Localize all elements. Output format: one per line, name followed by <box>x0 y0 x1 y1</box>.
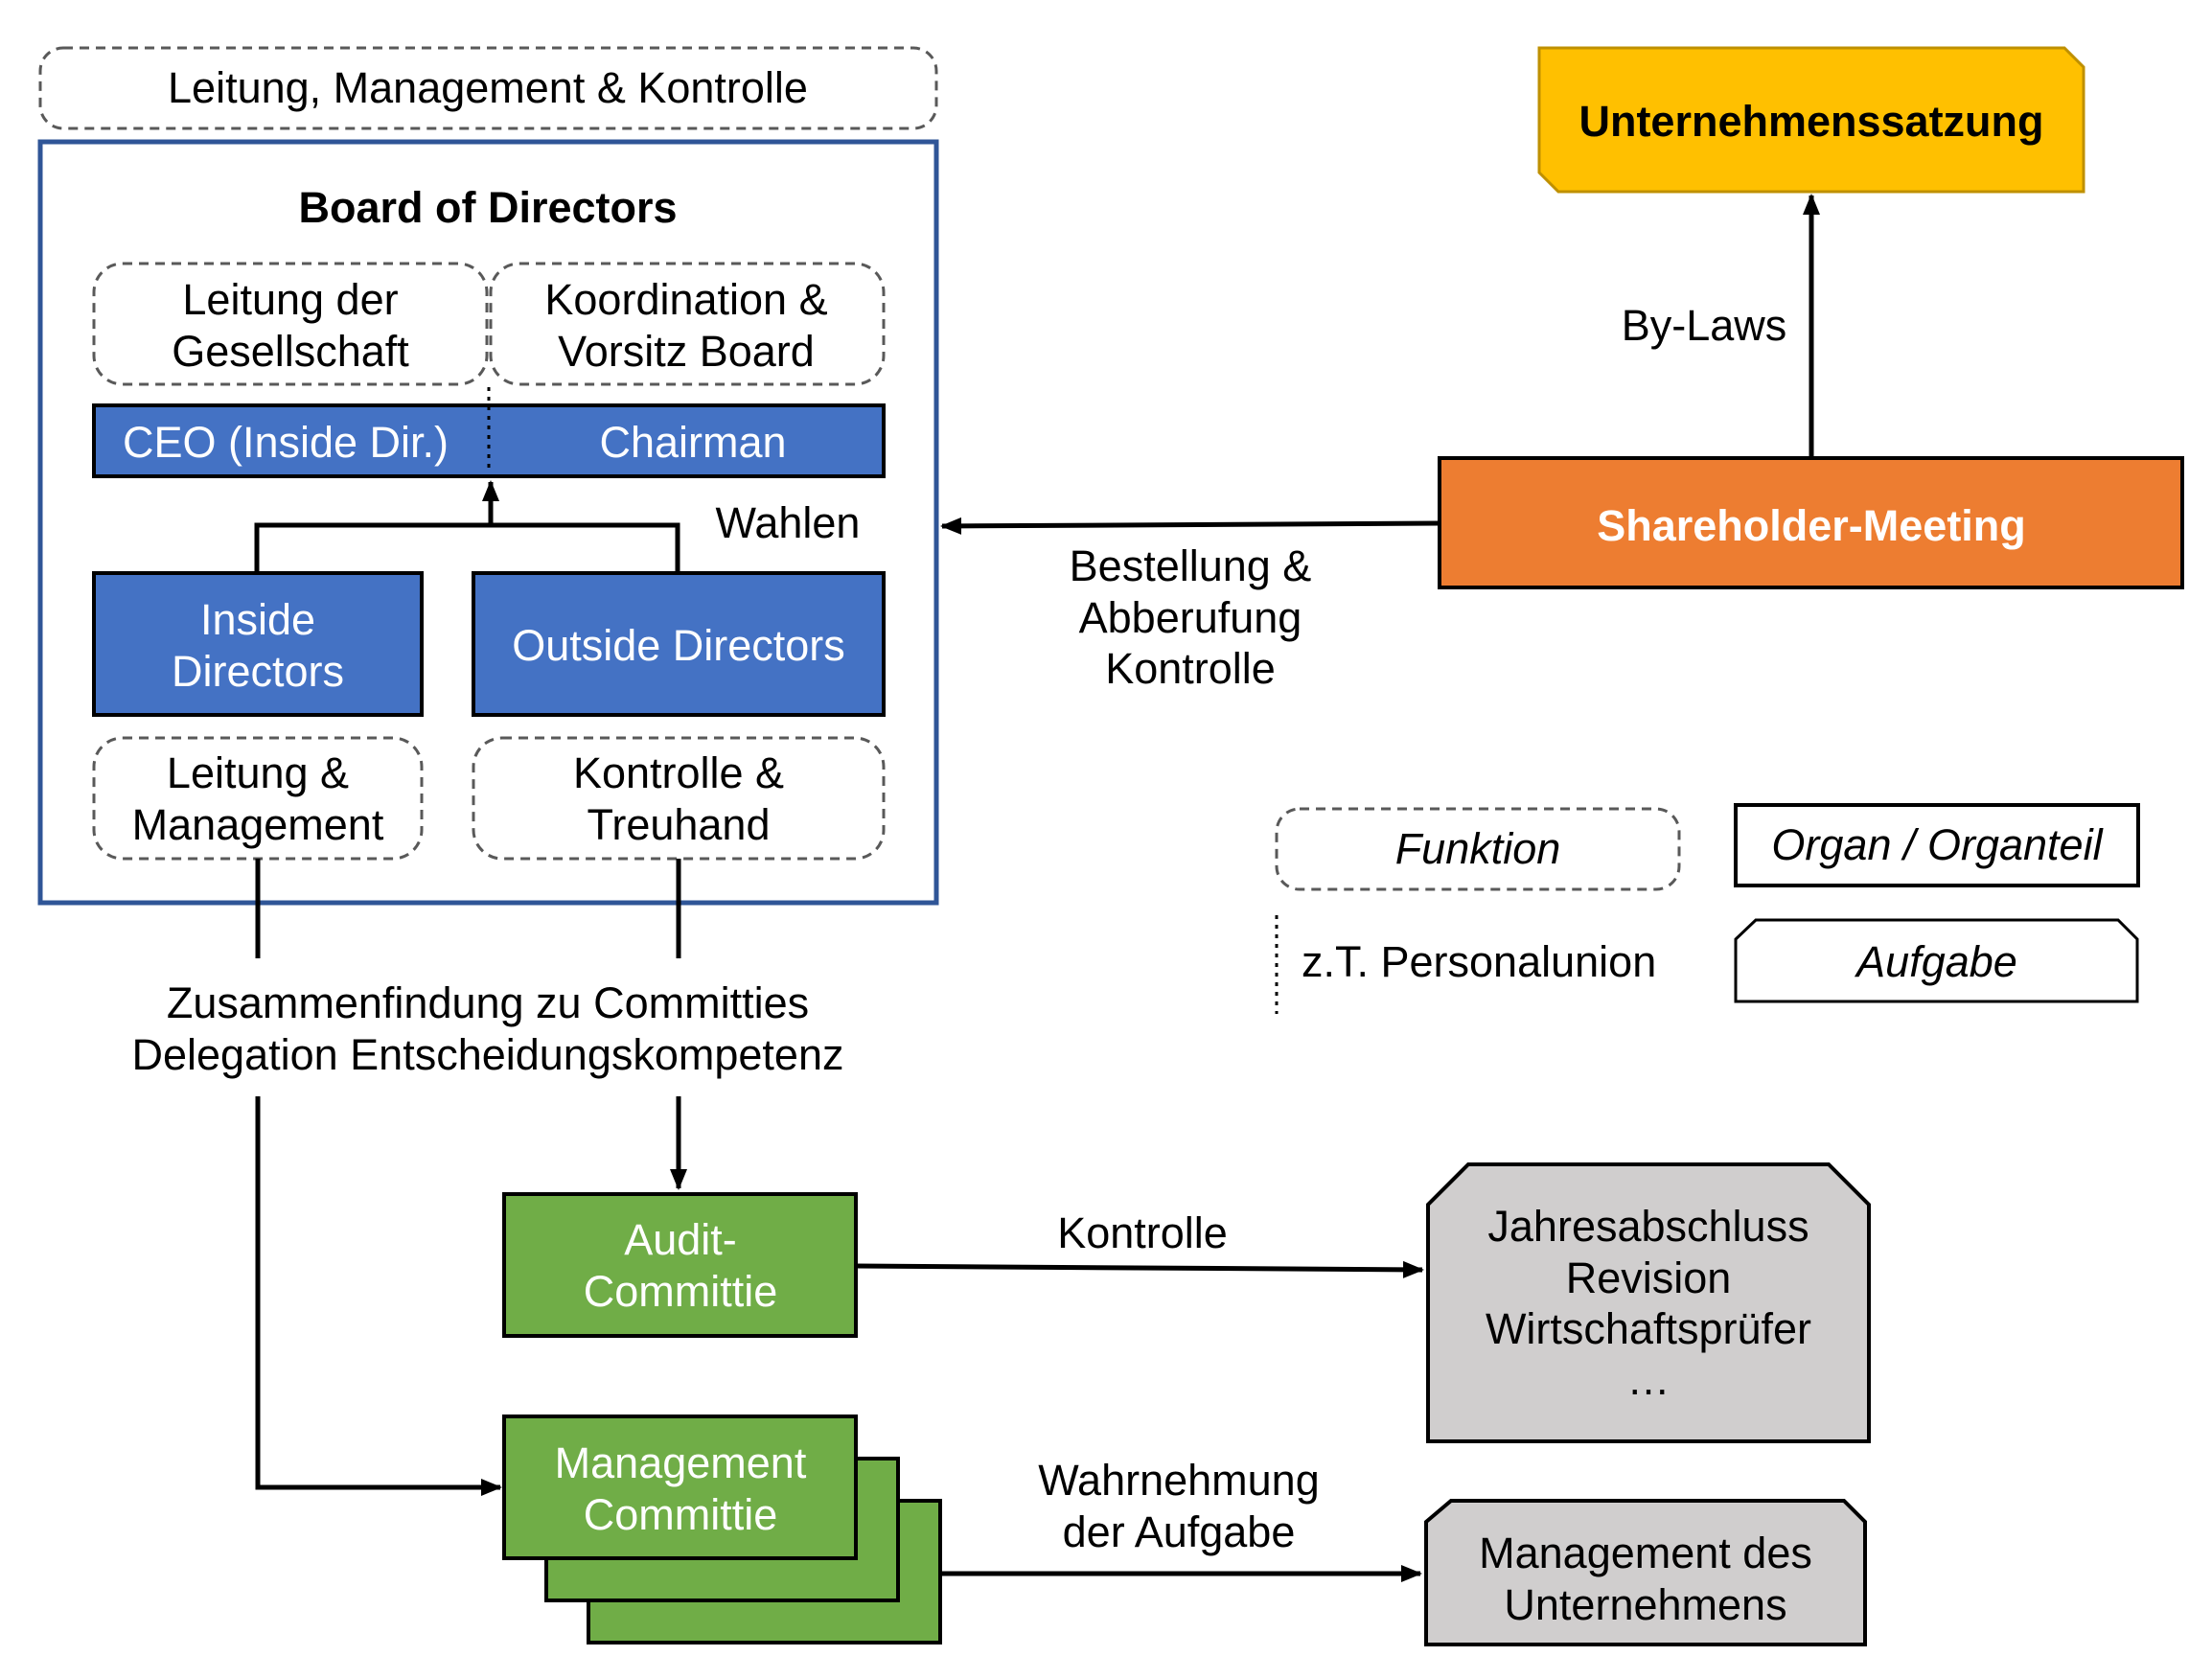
wahrnehmung-label-line1: Wahrnehmung <box>1038 1456 1320 1505</box>
management-committee-stack: Management Committie <box>502 1414 942 1644</box>
ceo-label: CEO (Inside Dir.) <box>123 418 449 467</box>
legend-organ-label: Organ / Organteil <box>1771 820 2104 869</box>
kontrolle-edge-label: Kontrolle <box>1057 1208 1228 1257</box>
function-leitung-management-line1: Leitung & <box>167 748 349 797</box>
legend-personalunion-label: z.T. Personalunion <box>1302 937 1656 986</box>
task-jahresabschluss-line1: Jahresabschluss <box>1487 1202 1809 1251</box>
legend-aufgabe-label: Aufgabe <box>1854 937 2017 986</box>
function-leitung-management: Leitung & Management <box>92 736 424 861</box>
bestellung-label-line2: Abberufung <box>1079 593 1302 642</box>
outside-directors-organ: Outside Directors <box>472 571 886 717</box>
function-kontrolle-treuhand: Kontrolle & Treuhand <box>472 736 886 861</box>
unternehmenssatzung-label: Unternehmenssatzung <box>1578 97 2043 146</box>
arrow-shareholder-to-board <box>940 517 1440 535</box>
legend-organ: Organ / Organteil <box>1734 803 2140 887</box>
shareholder-meeting-organ: Shareholder-Meeting <box>1438 456 2184 589</box>
legend-funktion: Funktion <box>1275 807 1681 891</box>
inside-directors-organ: Inside Directors <box>92 571 424 717</box>
function-koordination-line2: Vorsitz Board <box>558 327 815 376</box>
audit-committee-line2: Committie <box>584 1267 778 1316</box>
task-jahresabschluss-line4: … <box>1627 1355 1671 1404</box>
board-title: Board of Directors <box>298 183 677 232</box>
outside-directors-label: Outside Directors <box>512 621 845 670</box>
wahlen-connector <box>254 480 680 573</box>
function-kontrolle-treuhand-line1: Kontrolle & <box>573 748 784 797</box>
management-committee-line1: Management <box>555 1438 807 1487</box>
wahlen-label: Wahlen <box>716 498 861 547</box>
ceo-chairman-organ: CEO (Inside Dir.) Chairman <box>92 403 886 478</box>
function-leitung-line1: Leitung der <box>182 275 398 324</box>
audit-committee-line1: Audit- <box>624 1215 737 1264</box>
task-management-unternehmen: Management des Unternehmens <box>1424 1499 1867 1646</box>
task-jahresabschluss-line2: Revision <box>1566 1254 1732 1302</box>
header-function-label: Leitung, Management & Kontrolle <box>168 63 808 112</box>
legend-personalunion: z.T. Personalunion <box>1275 915 1656 1014</box>
function-koordination-line1: Koordination & <box>544 275 827 324</box>
legend: Funktion Organ / Organteil z.T. Personal… <box>1275 803 2140 1014</box>
chairman-label: Chairman <box>599 418 786 467</box>
legend-funktion-label: Funktion <box>1395 824 1561 873</box>
task-management-line2: Unternehmens <box>1504 1580 1786 1629</box>
arrow-to-management-committee <box>255 1096 502 1496</box>
header-function-box: Leitung, Management & Kontrolle <box>38 46 938 130</box>
task-management-line1: Management des <box>1479 1529 1812 1577</box>
legend-aufgabe: Aufgabe <box>1734 918 2139 1003</box>
arrow-audit-to-jahresabschluss <box>855 1260 1424 1278</box>
committees-label-line2: Delegation Entscheidungskompetenz <box>132 1030 844 1079</box>
inside-directors-line2: Directors <box>172 647 344 696</box>
unternehmenssatzung-task: Unternehmenssatzung <box>1537 46 2085 194</box>
management-committee-line2: Committie <box>584 1490 778 1539</box>
inside-directors-line1: Inside <box>200 595 315 644</box>
function-leitung-management-line2: Management <box>132 800 384 849</box>
bylaws-label: By-Laws <box>1622 301 1787 350</box>
shareholder-meeting-label: Shareholder-Meeting <box>1597 501 2026 550</box>
audit-committee: Audit- Committie <box>502 1192 858 1338</box>
function-koordination-vorsitz: Koordination & Vorsitz Board <box>489 262 886 386</box>
task-jahresabschluss-line3: Wirtschaftsprüfer <box>1486 1304 1811 1353</box>
function-kontrolle-treuhand-line2: Treuhand <box>588 800 771 849</box>
wahrnehmung-label-line2: der Aufgabe <box>1063 1507 1296 1556</box>
bestellung-label-line1: Bestellung & <box>1070 541 1312 590</box>
function-leitung-line2: Gesellschaft <box>172 327 409 376</box>
committees-label-line1: Zusammenfindung zu Committies <box>167 978 809 1027</box>
function-leitung-gesellschaft: Leitung der Gesellschaft <box>92 262 489 386</box>
bestellung-label-line3: Kontrolle <box>1105 644 1276 693</box>
task-jahresabschluss: Jahresabschluss Revision Wirtschaftsprüf… <box>1426 1162 1871 1443</box>
